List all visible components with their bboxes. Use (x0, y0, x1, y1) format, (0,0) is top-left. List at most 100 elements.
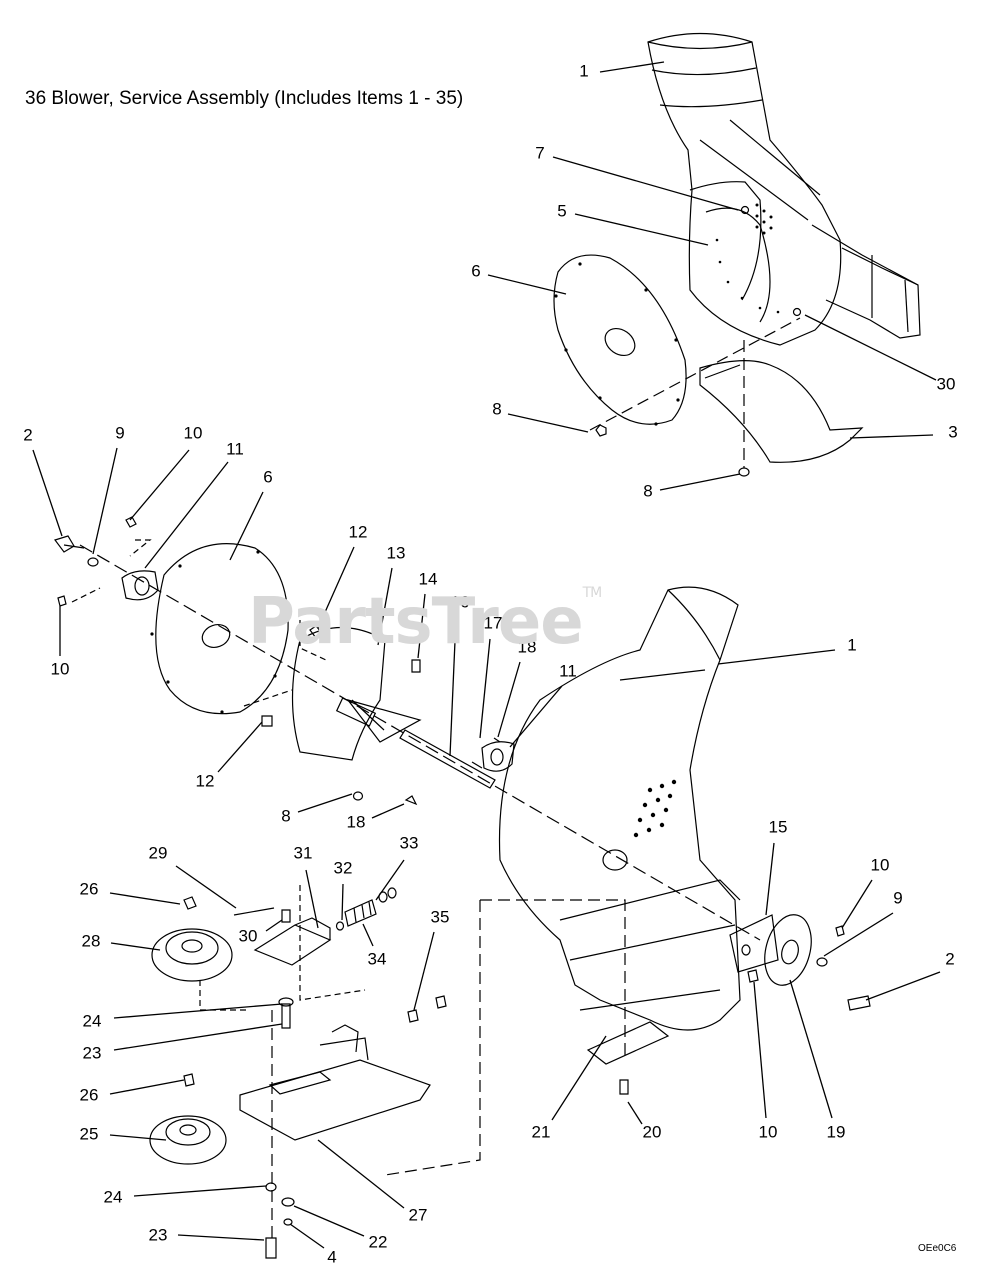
callout-leader-17 (479, 638, 491, 739)
callout-leader-18a (497, 661, 521, 738)
callout-leader-11b (509, 685, 563, 748)
callout-14: 14 (419, 569, 438, 588)
callout-leader-20 (627, 1101, 643, 1125)
diagram-code: OEe0C6 (918, 1243, 957, 1254)
callout-10d: 10 (759, 1122, 778, 1141)
callout-12a: 12 (349, 522, 368, 541)
pulley-28 (151, 896, 233, 982)
shaft (399, 729, 501, 806)
bottom-hardware (265, 995, 447, 1259)
callout-leader-14 (417, 593, 426, 659)
callout-leader-26a (109, 892, 181, 905)
callout-leader-27 (317, 1139, 405, 1209)
callout-leader-10d (753, 981, 767, 1119)
callout-leader-26b (109, 1079, 185, 1095)
callout-leader-15 (765, 842, 775, 916)
callout-8a: 8 (492, 399, 501, 418)
callout-leader-7 (552, 156, 739, 211)
callout-10b: 10 (51, 659, 70, 678)
callout-10a: 10 (184, 423, 203, 442)
bearing-flange-right (481, 741, 515, 772)
watermark: PartsTreeTM (248, 585, 602, 659)
callout-28: 28 (82, 931, 101, 950)
assembly-title: 36 Blower, Service Assembly (Includes It… (25, 88, 464, 109)
callout-12b: 12 (196, 771, 215, 790)
spring-assembly (335, 887, 397, 931)
callout-leader-24a (113, 1003, 283, 1019)
callout-leader-1b (717, 649, 836, 665)
nut-8-bottom (738, 467, 750, 477)
callout-1: 1 (579, 61, 588, 80)
callout-9a: 9 (115, 423, 124, 442)
blower-housing-bottom (498, 586, 741, 1031)
callout-21: 21 (532, 1122, 551, 1141)
callout-34: 34 (368, 949, 387, 968)
callout-31: 31 (294, 843, 313, 862)
callout-leader-28 (110, 942, 161, 951)
callout-11a: 11 (226, 439, 244, 458)
callout-3: 3 (948, 422, 957, 441)
nut-8-top (595, 424, 607, 437)
callout-23a: 23 (83, 1043, 102, 1062)
chute-plate (586, 1021, 670, 1095)
callout-leader-33 (375, 859, 405, 901)
callout-leader-9b (823, 912, 894, 957)
callout-leader-29 (175, 865, 237, 909)
callout-11b: 11 (559, 661, 577, 680)
scroll-item-3 (699, 360, 864, 463)
callout-18a: 18 (518, 637, 537, 656)
callout-29: 29 (149, 843, 168, 862)
callout-leader-10a (129, 449, 190, 521)
callout-leader-16 (449, 617, 457, 757)
callout-30a: 30 (937, 374, 956, 393)
callout-leader-5 (574, 213, 709, 246)
callout-24a: 24 (83, 1011, 102, 1030)
callout-leader-12a (317, 546, 355, 629)
callout-13: 13 (387, 543, 406, 562)
callout-30b: 30 (239, 926, 258, 945)
callout-19: 19 (827, 1122, 846, 1141)
callout-2a: 2 (23, 425, 32, 444)
callout-leader-4 (289, 1223, 325, 1249)
callout-leader-30b (265, 919, 283, 932)
callout-leader-10c (841, 879, 873, 929)
callout-25: 25 (80, 1124, 99, 1143)
callout-leader-2b (865, 971, 941, 1001)
callout-leader-2a (32, 449, 63, 537)
callout-32: 32 (334, 858, 353, 877)
mount-plate-27 (239, 1024, 431, 1141)
callout-23b: 23 (149, 1225, 168, 1244)
callout-15: 15 (769, 817, 788, 836)
callout-leader-1 (599, 61, 665, 73)
callout-leader-8b (659, 473, 741, 491)
callout-8b: 8 (643, 481, 652, 500)
blower-housing-top (647, 32, 921, 346)
callout-leader-12b (217, 721, 263, 773)
callout-leader-21 (551, 1035, 607, 1121)
callout-leader-6a (487, 274, 567, 295)
callout-20: 20 (643, 1122, 662, 1141)
callout-18b: 18 (347, 812, 366, 831)
callout-leader-18b (371, 803, 405, 819)
callout-leader-24b (133, 1185, 267, 1197)
callout-leader-23b (177, 1234, 265, 1241)
left-bearing-group (54, 516, 159, 607)
callout-22: 22 (369, 1232, 388, 1251)
callout-4: 4 (327, 1247, 336, 1266)
callout-leader-9a (92, 447, 118, 555)
cover-plate-mid (150, 543, 289, 715)
callout-33: 33 (400, 833, 419, 852)
callout-leader-13 (377, 567, 393, 646)
cover-plate-top (553, 254, 687, 426)
callout-5: 5 (557, 201, 566, 220)
right-pulley-group (729, 914, 871, 1011)
callout-leader-3 (849, 434, 934, 439)
callout-6a: 6 (471, 261, 480, 280)
callout-leader-8c (297, 793, 353, 813)
callout-leader-8a (507, 413, 589, 433)
callout-leader-6b (229, 491, 264, 561)
callout-24b: 24 (104, 1187, 123, 1206)
callout-8c: 8 (281, 806, 290, 825)
